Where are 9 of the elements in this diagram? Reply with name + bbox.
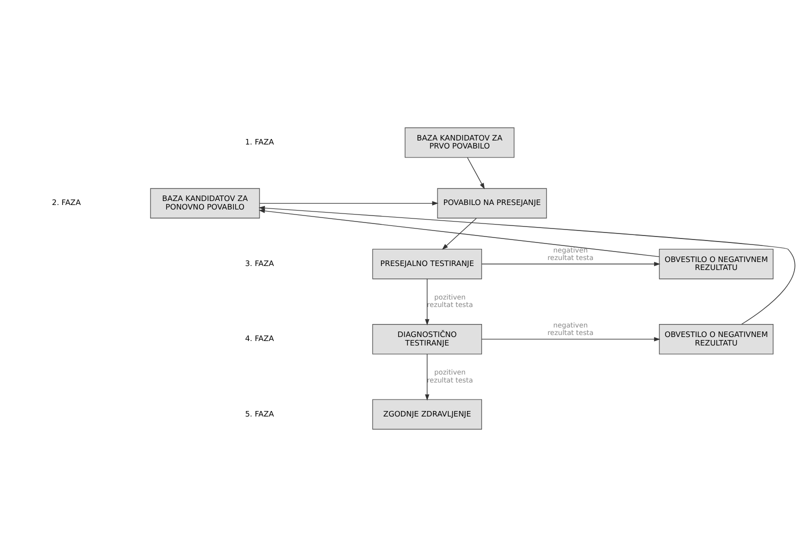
arrow [425,353,430,400]
arrow [482,336,660,341]
arrow [482,261,660,266]
arrow [467,156,485,189]
arrow [258,205,795,324]
arrow [425,278,430,325]
arrow [259,200,438,205]
arrow [258,208,660,257]
arrow [442,218,477,250]
